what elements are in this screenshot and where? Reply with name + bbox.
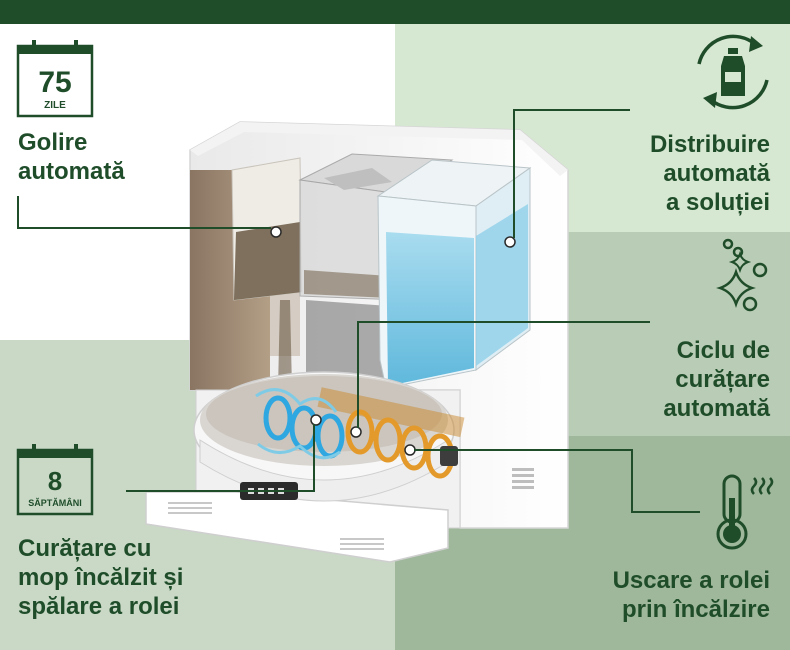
dirty-water-tank (298, 153, 454, 382)
label-line: prin încălzire (621, 596, 770, 623)
calendar-number: 8 (48, 466, 62, 496)
label-mop-wash: Curățare cu mop încălzit și spălare a ro… (18, 534, 183, 621)
label-line: Uscare a rolei (612, 567, 770, 594)
calendar-unit: SĂPTĂMÂNI (28, 497, 82, 508)
callout-line-auto-empty (17, 196, 271, 229)
label-line: automată (18, 158, 125, 185)
thermometer-heat-icon (716, 474, 774, 550)
callout-lines (17, 109, 700, 513)
mop-rollers (255, 387, 465, 479)
calendar-icon: 75 ZILE (16, 40, 94, 118)
calendar-icon: 8 SĂPTĂMÂNI (16, 444, 94, 516)
label-line: a soluției (665, 189, 770, 216)
label-auto-dispense: Distribuire automată a soluției (650, 130, 770, 217)
label-line: spălare a rolei (18, 593, 180, 620)
clean-water-tank (376, 159, 532, 389)
callout-line-auto-clean (357, 321, 650, 428)
label-roller-drying: Uscare a rolei prin încălzire (613, 566, 770, 624)
label-line: Ciclu de (676, 337, 770, 364)
label-line: Distribuire (649, 131, 770, 158)
calendar-number: 75 (38, 66, 71, 99)
label-line: curățare (675, 366, 770, 393)
label-line: Curățare cu (18, 535, 152, 562)
recycle-bottle-icon (697, 34, 769, 110)
label-line: automată (663, 160, 770, 187)
callout-line-mop-wash (126, 424, 315, 492)
label-line: automată (663, 395, 770, 422)
label-line: Golire (18, 129, 88, 156)
label-line: mop încălzit și (18, 564, 184, 591)
label-auto-empty: Golire automată (18, 128, 125, 186)
callout-line-roller-drying (414, 449, 700, 513)
sparkles-icon (716, 238, 768, 312)
top-brand-band (0, 0, 790, 24)
calendar-unit: ZILE (44, 100, 66, 111)
side-vents (512, 468, 534, 489)
callout-line-auto-dispense (513, 109, 630, 238)
label-auto-clean-cycle: Ciclu de curățare automată (663, 336, 770, 423)
